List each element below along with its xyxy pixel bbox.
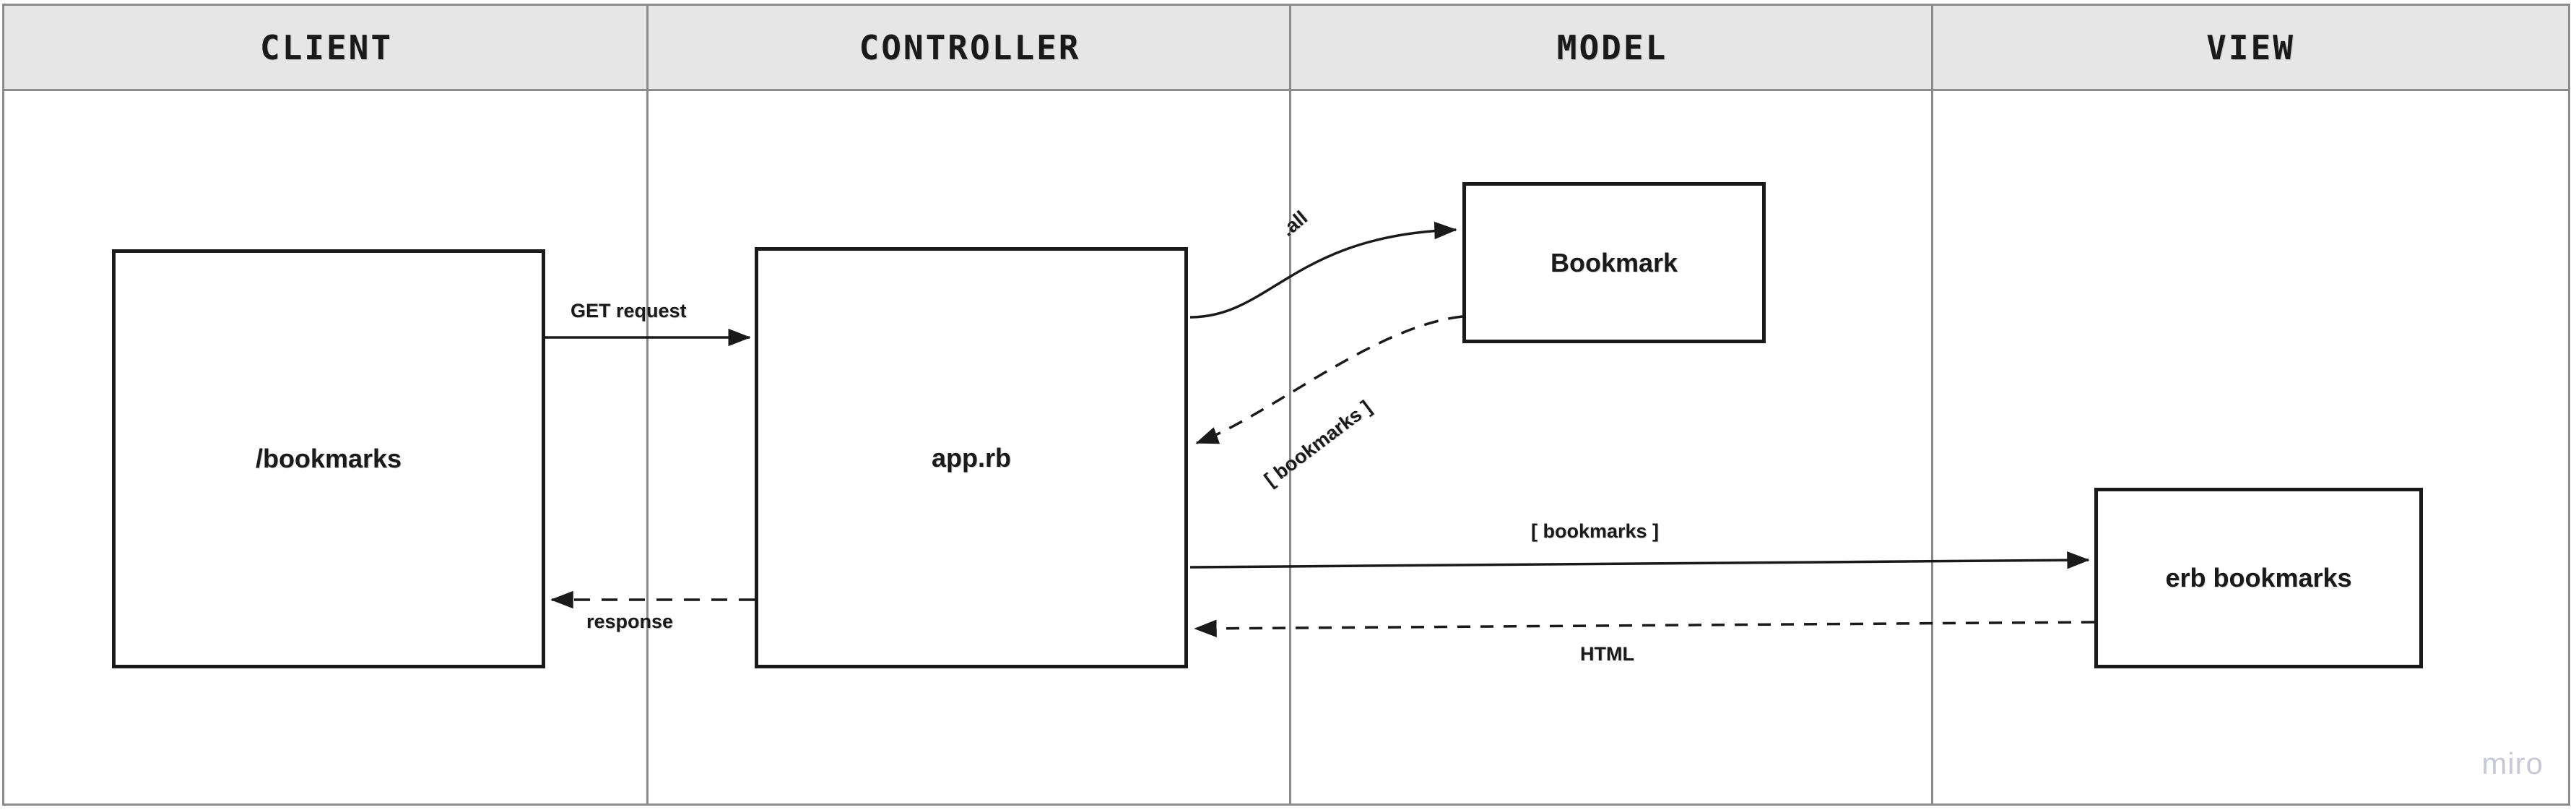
swimlane-divider-client-controller xyxy=(646,4,649,806)
node-bookmark-model-label: Bookmark xyxy=(1550,247,1678,277)
swimlane-header-client-label: CLIENT xyxy=(259,27,394,67)
swimlane-header-view-label: VIEW xyxy=(2206,27,2295,67)
node-bookmark-model[interactable]: Bookmark xyxy=(1462,182,1766,343)
node-erb-view-label: erb bookmarks xyxy=(2165,563,2352,593)
edge-label-get-request: GET request xyxy=(571,300,687,322)
edge-label-html-return: HTML xyxy=(1580,643,1634,665)
swimlane-header-controller-label: CONTROLLER xyxy=(859,27,1081,67)
miro-watermark: miro xyxy=(2481,746,2544,780)
node-bookmarks-route-label: /bookmarks xyxy=(255,444,402,473)
swimlane-header-model-label: MODEL xyxy=(1556,27,1668,67)
swimlane-header-band: CLIENT CONTROLLER MODEL VIEW xyxy=(2,4,2570,91)
swimlane-header-controller: CONTROLLER xyxy=(649,6,1291,89)
node-app-rb[interactable]: app.rb xyxy=(755,247,1188,668)
swimlane-header-client: CLIENT xyxy=(4,6,649,89)
swimlane-header-view: VIEW xyxy=(1933,6,2568,89)
edge-label-response: response xyxy=(586,611,674,632)
node-erb-view[interactable]: erb bookmarks xyxy=(2094,488,2423,668)
swimlane-header-model: MODEL xyxy=(1291,6,1933,89)
node-bookmarks-route[interactable]: /bookmarks xyxy=(112,249,545,668)
swimlane-divider-controller-model xyxy=(1289,4,1291,806)
swimlane-divider-model-view xyxy=(1931,4,1933,806)
edge-label-bookmarks-to-view: [ bookmarks ] xyxy=(1531,520,1660,542)
node-app-rb-label: app.rb xyxy=(931,442,1011,473)
